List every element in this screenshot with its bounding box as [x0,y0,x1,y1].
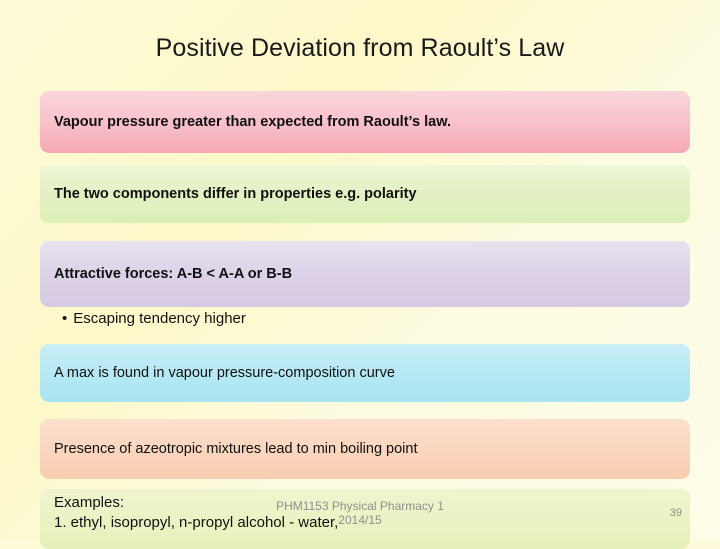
content-band-1: Vapour pressure greater than expected fr… [40,91,690,153]
examples-line-1: 1. ethyl, isopropyl, n-propyl alcohol - … [54,514,339,532]
slide-number: 39 [669,507,682,519]
content-band-4: A max is found in vapour pressure-compos… [40,344,690,402]
content-band-3: Attractive forces: A-B < A-A or B-B [40,241,690,307]
band-1-text: Vapour pressure greater than expected fr… [54,113,451,130]
bullet-marker-icon: • [62,310,68,327]
content-band-2: The two components differ in properties … [40,165,690,223]
examples-heading: Examples: [54,494,125,511]
band-5-text: Presence of azeotropic mixtures lead to … [54,440,418,457]
bullet-item-label: Escaping tendency higher [73,310,246,327]
band-2-text: The two components differ in properties … [54,185,417,202]
content-band-6: Examples: 1. ethyl, isopropyl, n-propyl … [40,489,690,549]
examples-block: Examples: 1. ethyl, isopropyl, n-propyl … [54,493,338,534]
band-3-text: Attractive forces: A-B < A-A or B-B [54,265,293,282]
page-title: Positive Deviation from Raoult’s Law [155,34,565,62]
band-4-text: A max is found in vapour pressure-compos… [54,364,395,381]
bullet-item: • Escaping tendency higher [62,310,682,327]
content-band-5: Presence of azeotropic mixtures lead to … [40,419,690,479]
